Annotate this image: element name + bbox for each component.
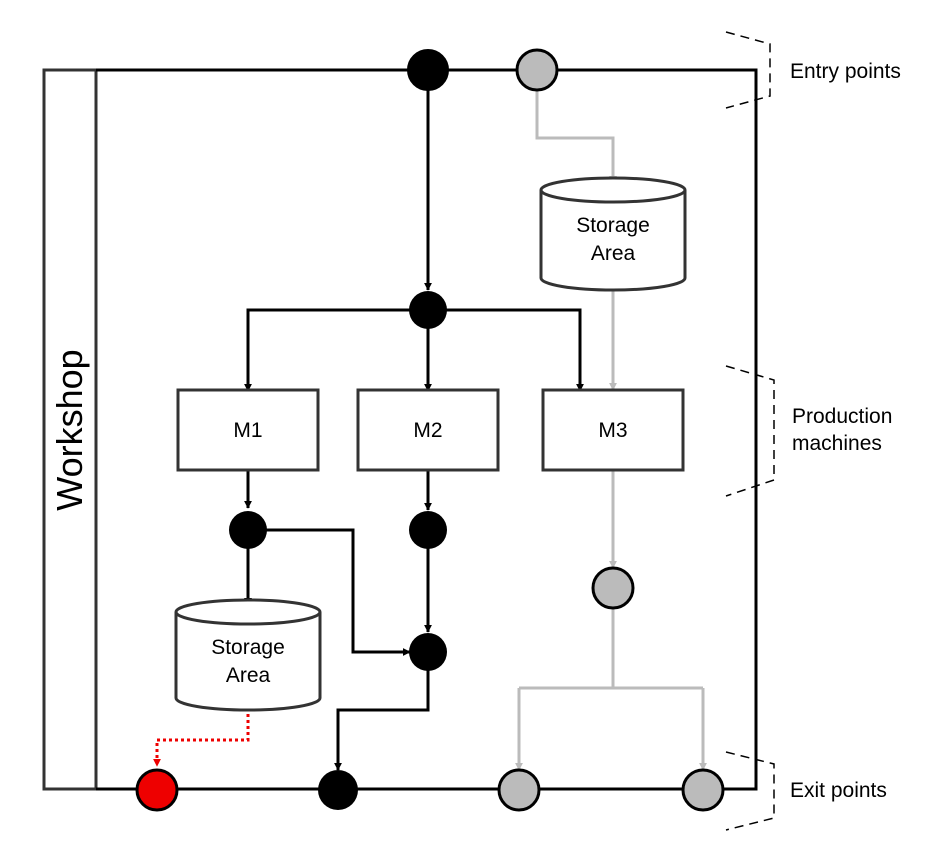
exit-node-black <box>318 770 358 810</box>
edge-distributor-to-m1 <box>244 308 411 392</box>
entry-node-gray <box>515 48 559 92</box>
production-machines-label-line1: Production <box>792 405 892 428</box>
production-machines-annotation: Production machines <box>725 365 892 497</box>
black-flow-edges <box>244 87 584 771</box>
machine-m2-label: M2 <box>413 419 442 442</box>
m1-output-node <box>229 511 267 549</box>
machine-m1: M1 <box>176 388 320 472</box>
edge-entry-to-storage <box>535 87 617 184</box>
m2-output-node <box>409 511 447 549</box>
m3-output-node <box>591 566 635 610</box>
merge-node <box>409 633 447 671</box>
storage-area-bottom: Storage Area <box>174 598 322 712</box>
exit-points-annotation: Exit points <box>725 751 887 831</box>
edge-merge-to-exit <box>334 670 430 771</box>
entry-node-black <box>407 49 449 91</box>
exit-node-red <box>135 768 179 812</box>
storage-bottom-line1: Storage <box>211 636 285 659</box>
edge-m1node-to-merge <box>265 528 411 656</box>
production-machines-label-line2: machines <box>792 432 882 455</box>
entry-points-label: Entry points <box>790 60 901 83</box>
edge-distributor-to-m3 <box>445 308 584 392</box>
distributor-node <box>409 291 447 329</box>
gray-flow-edges <box>515 87 707 771</box>
workshop-label-bar <box>42 68 98 791</box>
storage-top-line2: Area <box>591 242 636 265</box>
edge-storage-to-red-exit <box>153 708 250 767</box>
machine-m3-label: M3 <box>598 419 627 442</box>
exit-node-gray-2 <box>681 768 725 812</box>
exit-points-label: Exit points <box>790 779 887 802</box>
machine-m3: M3 <box>541 388 685 472</box>
exit-node-gray-1 <box>497 768 541 812</box>
storage-bottom-line2: Area <box>226 664 271 687</box>
entry-points-annotation: Entry points <box>725 31 901 109</box>
storage-top-line1: Storage <box>576 214 650 237</box>
storage-area-top: Storage Area <box>539 176 687 292</box>
workshop-title: Workshop <box>49 349 90 510</box>
machine-m1-label: M1 <box>233 419 262 442</box>
machine-m2: M2 <box>356 388 500 472</box>
